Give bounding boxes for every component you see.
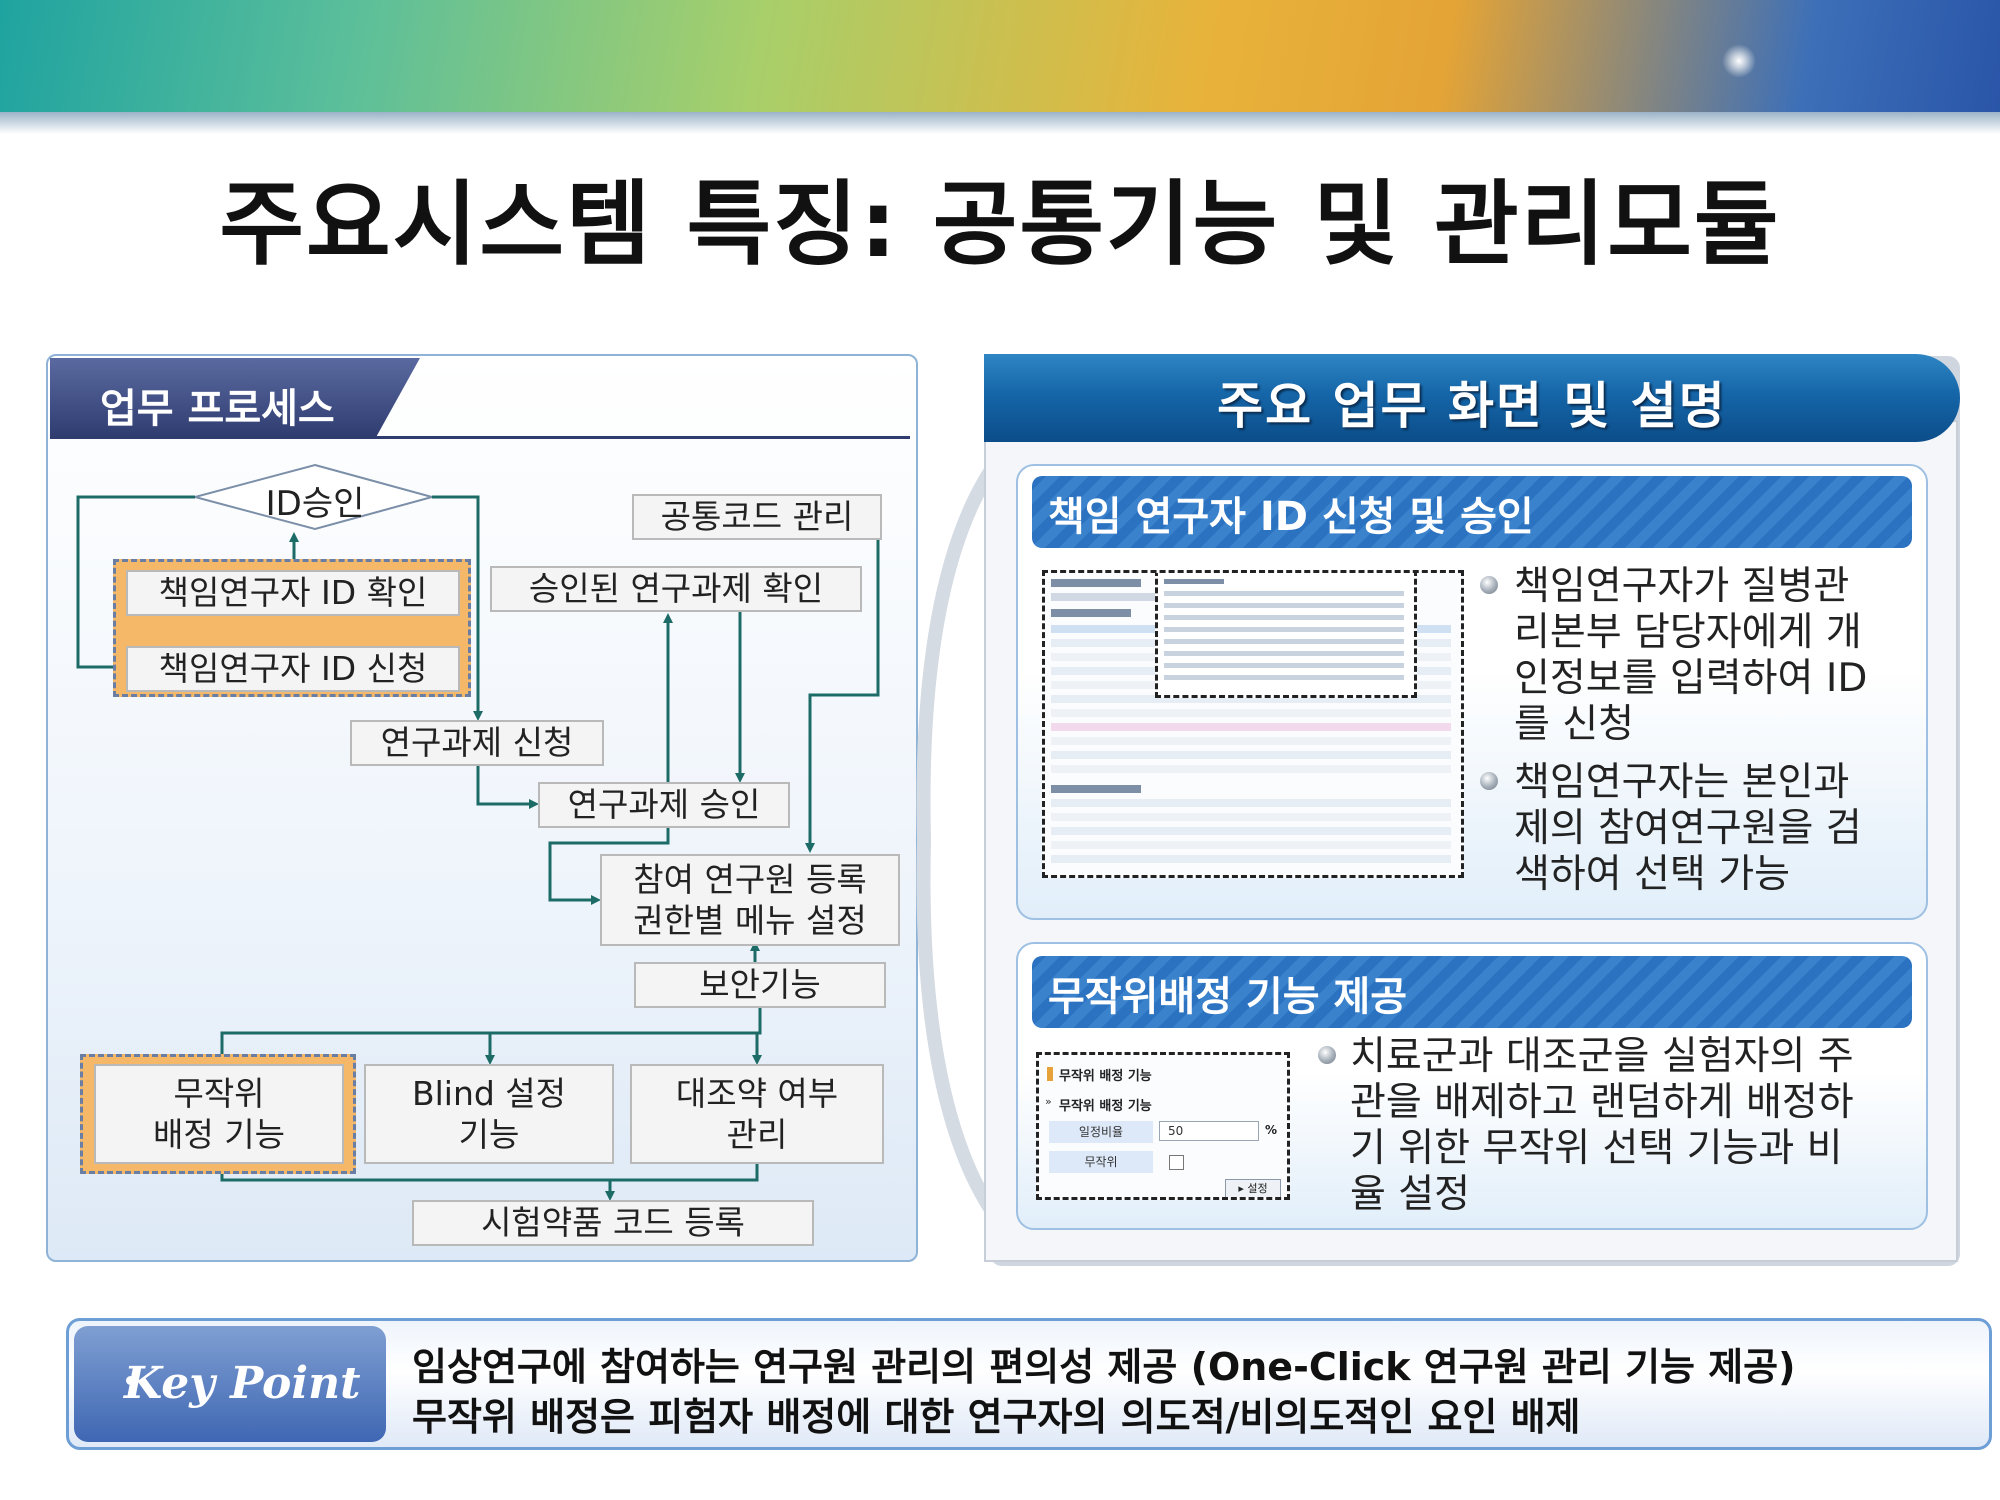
header-banner: [0, 0, 2000, 128]
card2-bullet-1: 치료군과 대조군을 실험자의 주 관을 배제하고 랜덤하게 배정하 기 위한 무…: [1350, 1034, 1854, 1218]
mini-ratio-label: 일정비율: [1049, 1121, 1153, 1143]
card-id-request-title: 책임 연구자 ID 신청 및 승인: [1032, 476, 1912, 548]
node-control-line2: 관리: [726, 1115, 788, 1154]
node-blind-setting: Blind 설정 기능: [364, 1064, 614, 1164]
bullet-icon: [1318, 1046, 1336, 1064]
card2-bullet-1-line1: 치료군과 대조군을 실험자의 주: [1350, 1034, 1854, 1079]
card1-bullet-1: 책임연구자가 질병관 리본부 담당자에게 개 인정보를 입력하여 ID 를 신청: [1514, 564, 1867, 748]
card2-bullet-1-line2: 관을 배제하고 랜덤하게 배정하: [1350, 1080, 1854, 1126]
card1-bullet-1-line4: 를 신청: [1514, 702, 1635, 748]
node-project-approval: 연구과제 승인: [538, 782, 790, 828]
page-title: 주요시스템 특징: 공통기능 및 관리모듈: [219, 171, 1781, 278]
panel-connector-curve: [916, 455, 1000, 1225]
key-point-bar: [66, 1318, 1992, 1450]
mini-random-checkbox[interactable]: [1169, 1155, 1184, 1170]
card-random-title: 무작위배정 기능 제공: [1032, 956, 1912, 1028]
card1-bullet-2-line1: 책임연구자는 본인과: [1514, 760, 1850, 805]
id-request-screenshot: [1042, 570, 1464, 878]
node-participant-registration: 참여 연구원 등록 권한별 메뉴 설정: [600, 854, 900, 946]
flow-common-code-to-participant: [805, 540, 880, 853]
node-security: 보안기능: [634, 962, 886, 1008]
process-tab-underline: [50, 436, 910, 439]
key-point-bullet-icon: [126, 1376, 135, 1385]
card2-bullet-1-line3: 기 위한 무작위 선택 기능과 비: [1350, 1126, 1843, 1172]
mini-title-marker: [1047, 1067, 1053, 1081]
random-settings-screenshot: 무작위 배정 기능 » 무작위 배정 기능 일정비율 50 % 무작위 ▸ 설정: [1036, 1052, 1290, 1200]
node-approved-project-confirm: 승인된 연구과제 확인: [490, 566, 862, 612]
card1-bullet-1-line1: 책임연구자가 질병관: [1514, 564, 1850, 609]
mini-settings-button[interactable]: ▸ 설정: [1225, 1179, 1281, 1197]
chevron-right-icon: »: [1045, 1095, 1052, 1108]
node-common-code: 공통코드 관리: [632, 494, 882, 540]
id-approval-diamond: [191, 463, 436, 531]
flow-diamond-to-id-request: [76, 495, 195, 672]
node-drug-code: 시험약품 코드 등록: [412, 1200, 814, 1246]
card1-bullet-2-line2: 제의 참여연구원을 검: [1514, 806, 1862, 852]
node-control-drug: 대조약 여부 관리: [630, 1064, 884, 1164]
key-point-line-1: 임상연구에 참여하는 연구원 관리의 편의성 제공 (One-Click 연구원…: [412, 1345, 1796, 1389]
card1-bullet-1-line2: 리본부 담당자에게 개: [1514, 610, 1862, 656]
screens-panel-header: 주요 업무 화면 및 설명: [984, 354, 1960, 442]
card1-bullet-2-line3: 색하여 선택 가능: [1514, 852, 1790, 898]
node-id-confirm: 책임연구자 ID 확인: [126, 570, 460, 616]
bullet-icon: [1480, 576, 1498, 594]
key-point-line-2: 무작위 배정은 피험자 배정에 대한 연구자의 의도적/비의도적인 요인 배제: [412, 1395, 1581, 1439]
node-id-approval: ID승인: [265, 484, 365, 524]
header-banner-shadow: [0, 112, 2000, 134]
node-id-request: 책임연구자 ID 신청: [126, 646, 460, 692]
mini-ratio-unit: %: [1265, 1123, 1278, 1137]
node-participant-line2: 권한별 메뉴 설정: [633, 901, 867, 940]
key-point-label: Key Point: [74, 1326, 386, 1442]
flow-diamond-to-project-request: [432, 495, 483, 721]
node-blind-line2: 기능: [458, 1115, 520, 1154]
node-control-line1: 대조약 여부: [675, 1073, 839, 1113]
node-project-request: 연구과제 신청: [350, 720, 604, 766]
mini-title-2: 무작위 배정 기능: [1059, 1099, 1152, 1114]
node-random-line2: 배정 기능: [153, 1115, 285, 1154]
card1-bullet-2: 책임연구자는 본인과 제의 참여연구원을 검 색하여 선택 가능: [1514, 760, 1862, 898]
card2-bullet-1-line4: 율 설정: [1350, 1172, 1471, 1218]
node-blind-line1: Blind 설정: [411, 1073, 567, 1113]
card1-bullet-1-line3: 인정보를 입력하여 ID: [1514, 656, 1868, 702]
sparkle-icon: [1722, 44, 1756, 78]
mini-title-1: 무작위 배정 기능: [1059, 1069, 1152, 1084]
node-random-assignment: 무작위 배정 기능: [94, 1064, 344, 1164]
flow-approval-to-participant: [548, 826, 670, 905]
bullet-icon: [1480, 772, 1498, 790]
mini-random-label: 무작위: [1049, 1151, 1153, 1173]
id-request-popup: [1155, 573, 1417, 698]
node-participant-line1: 참여 연구원 등록: [633, 859, 867, 899]
process-tab-label: 업무 프로세스: [50, 358, 420, 438]
node-random-line1: 무작위: [173, 1073, 265, 1113]
mini-ratio-input[interactable]: 50: [1159, 1121, 1259, 1141]
flow-project-request-to-approval: [476, 763, 539, 809]
